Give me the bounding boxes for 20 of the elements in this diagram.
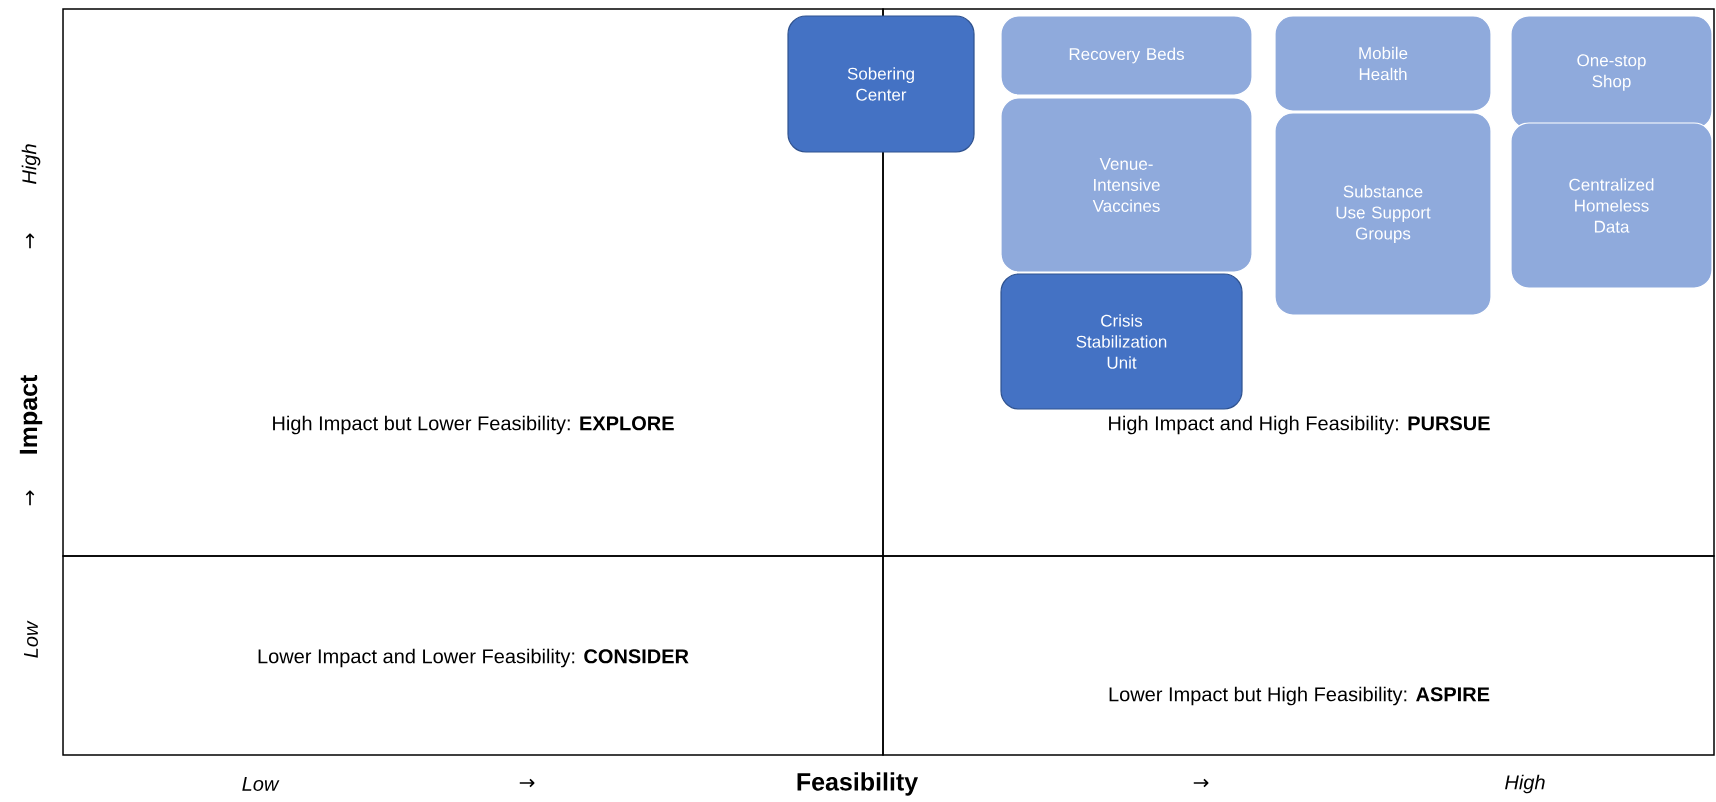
- axis-label: Feasibility: [797, 772, 918, 796]
- quadrant: Lower Impact and Lower Feasibility: CONSIDER: [62, 555, 884, 756]
- axis-label: High: [21, 144, 41, 184]
- option-box: Centralized Homeless Data: [1510, 122, 1713, 289]
- option-box: Mobile Health: [1274, 15, 1492, 112]
- node-label: One-stop Shop: [1577, 54, 1646, 91]
- option-box: Crisis Stabilization Unit: [1000, 273, 1243, 410]
- axis-label: →: [25, 233, 35, 249]
- option-box: One-stop Shop: [1510, 15, 1713, 130]
- option-box: Substance Use Support Groups: [1274, 112, 1492, 316]
- axis-label: High: [1505, 774, 1545, 794]
- axis-label: →: [1193, 778, 1209, 788]
- axis-label: Low: [242, 777, 280, 791]
- option-box: Venue-Intensive Vaccines: [1000, 97, 1253, 273]
- axis-label: →: [25, 490, 35, 506]
- option-box: Recovery Beds: [1000, 15, 1253, 96]
- axis-label: Low: [24, 620, 38, 658]
- axis-label: →: [519, 778, 535, 788]
- option-box: Sobering Center: [787, 15, 975, 153]
- quadrant: Lower Impact but High Feasibility: ASPIRE: [882, 555, 1715, 756]
